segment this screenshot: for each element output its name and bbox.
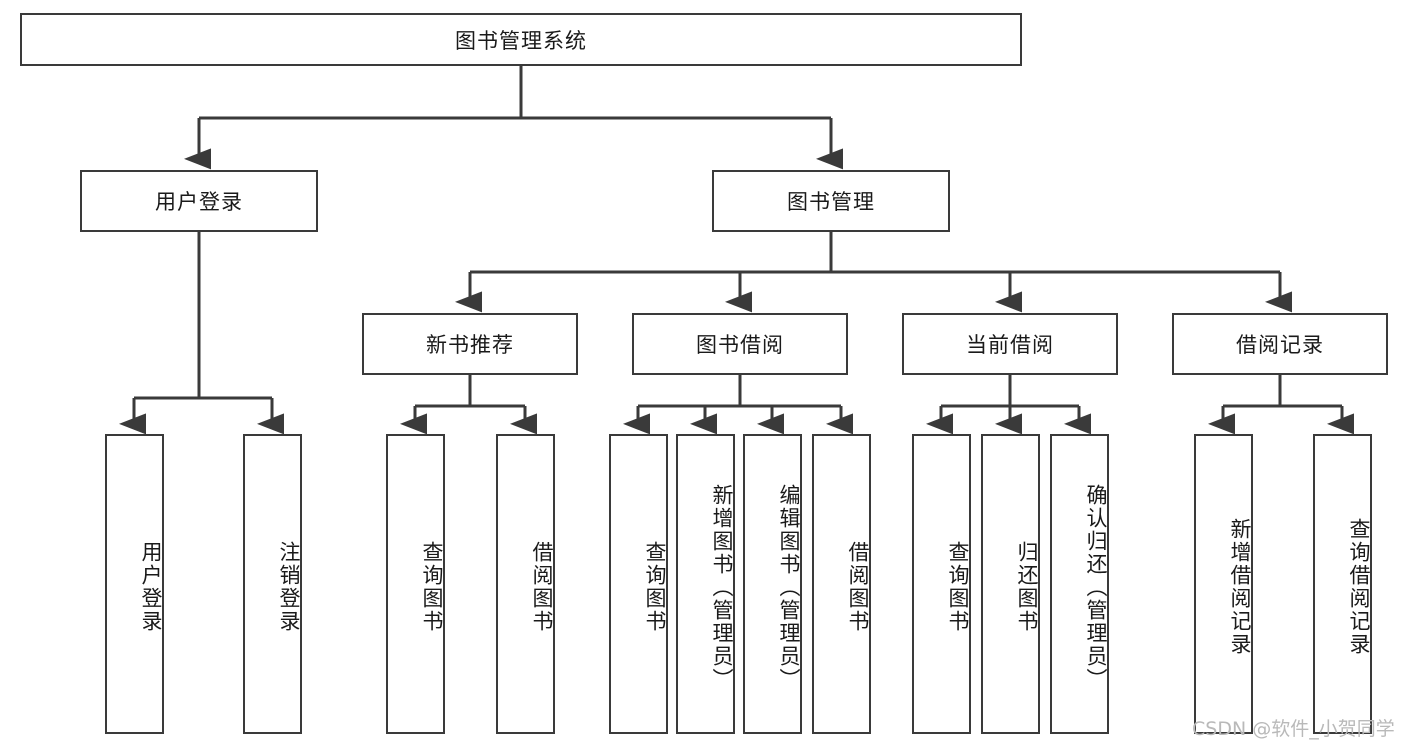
leaf-edit-book-label: 编辑图书（管理员）: [777, 483, 801, 691]
leaf-borrow-book-1[interactable]: 借阅图书: [496, 434, 555, 734]
node-book-management-label: 图书管理: [787, 190, 875, 214]
leaf-borrow-book-2[interactable]: 借阅图书: [812, 434, 871, 734]
leaf-query-book-3[interactable]: 查询图书: [912, 434, 971, 734]
node-current-borrow-label: 当前借阅: [966, 333, 1054, 357]
leaf-logout[interactable]: 注销登录: [243, 434, 302, 734]
node-new-book-recommend[interactable]: 新书推荐: [362, 313, 578, 375]
leaf-query-book-2-label: 查询图书: [643, 541, 667, 633]
leaf-borrow-book-1-label: 借阅图书: [530, 541, 554, 633]
leaf-add-book[interactable]: 新增图书（管理员）: [676, 434, 735, 734]
leaf-user-login[interactable]: 用户登录: [105, 434, 164, 734]
node-borrow-record[interactable]: 借阅记录: [1172, 313, 1388, 375]
node-current-borrow[interactable]: 当前借阅: [902, 313, 1118, 375]
leaf-user-login-label: 用户登录: [139, 541, 163, 633]
leaf-edit-book[interactable]: 编辑图书（管理员）: [743, 434, 802, 734]
watermark: CSDN @软件_小贺同学: [1192, 718, 1395, 740]
leaf-query-book-1[interactable]: 查询图书: [386, 434, 445, 734]
leaf-query-book-1-label: 查询图书: [420, 541, 444, 633]
leaf-return-book[interactable]: 归还图书: [981, 434, 1040, 734]
leaf-add-book-label: 新增图书（管理员）: [710, 483, 734, 691]
node-user-login[interactable]: 用户登录: [80, 170, 318, 232]
leaf-add-record-label: 新增借阅记录: [1228, 518, 1252, 656]
leaf-logout-label: 注销登录: [277, 541, 301, 633]
leaf-query-record-label: 查询借阅记录: [1347, 518, 1371, 656]
node-new-book-recommend-label: 新书推荐: [426, 333, 514, 357]
leaf-confirm-return-label: 确认归还（管理员）: [1084, 483, 1108, 691]
leaf-query-book-3-label: 查询图书: [946, 541, 970, 633]
node-book-borrow[interactable]: 图书借阅: [632, 313, 848, 375]
leaf-query-record[interactable]: 查询借阅记录: [1313, 434, 1372, 734]
node-root[interactable]: 图书管理系统: [20, 13, 1022, 66]
node-borrow-record-label: 借阅记录: [1236, 333, 1324, 357]
node-root-label: 图书管理系统: [455, 28, 587, 53]
leaf-borrow-book-2-label: 借阅图书: [846, 541, 870, 633]
leaf-return-book-label: 归还图书: [1015, 541, 1039, 633]
leaf-query-book-2[interactable]: 查询图书: [609, 434, 668, 734]
node-book-borrow-label: 图书借阅: [696, 333, 784, 357]
leaf-confirm-return[interactable]: 确认归还（管理员）: [1050, 434, 1109, 734]
node-book-management[interactable]: 图书管理: [712, 170, 950, 232]
leaf-add-record[interactable]: 新增借阅记录: [1194, 434, 1253, 734]
node-user-login-label: 用户登录: [155, 190, 243, 214]
